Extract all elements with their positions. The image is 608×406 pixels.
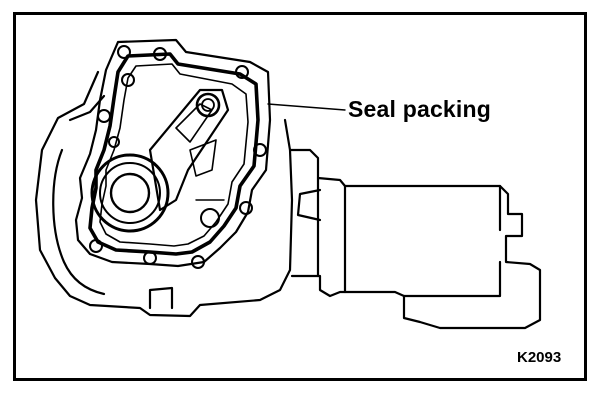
callout-leader bbox=[267, 103, 346, 111]
extension-housing bbox=[288, 148, 542, 330]
housing-left-inner bbox=[52, 148, 106, 296]
seal-packing-gasket bbox=[74, 38, 272, 268]
bearing-bore-inner bbox=[109, 172, 151, 214]
seal-packing-label: Seal packing bbox=[348, 96, 492, 122]
figure-code: K2093 bbox=[517, 349, 562, 366]
bearing-bore-outer bbox=[90, 153, 170, 233]
housing-left-body bbox=[34, 70, 294, 318]
